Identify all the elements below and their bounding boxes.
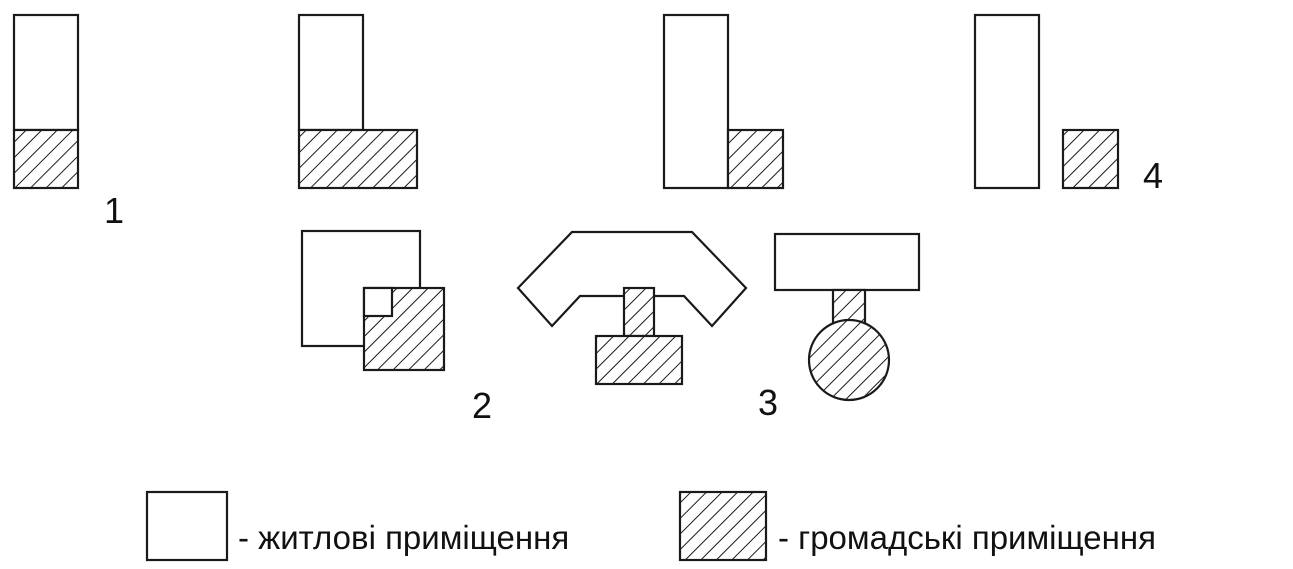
residential-block <box>297 13 365 132</box>
public-block <box>1061 128 1120 190</box>
public-block <box>297 128 419 190</box>
variant-2-overlap <box>300 229 446 372</box>
legend-residential-swatch <box>145 490 229 562</box>
residential-block <box>12 13 80 132</box>
legend: - житлові приміщення - громадські приміщ… <box>145 490 1156 562</box>
variant-3-chevron <box>516 230 748 386</box>
overlap-square <box>362 286 394 318</box>
variant-number-1: 1 <box>104 190 124 231</box>
variant-1-stacked <box>12 13 80 190</box>
variant-number-4: 4 <box>1143 155 1163 196</box>
residential-block <box>773 232 921 292</box>
public-block <box>12 128 80 190</box>
public-block <box>726 128 785 190</box>
public-round-hall <box>807 318 891 402</box>
legend-residential-label: - житлові приміщення <box>238 519 569 556</box>
public-connector <box>622 286 656 338</box>
residential-block <box>973 13 1041 190</box>
variant-1c-attached <box>662 13 785 190</box>
variant-4-detached <box>973 13 1120 190</box>
variant-number-3: 3 <box>758 382 778 423</box>
legend-public-label: - громадські приміщення <box>778 519 1156 556</box>
legend-public-swatch <box>678 490 768 562</box>
residential-block <box>662 13 730 190</box>
variant-number-2: 2 <box>472 385 492 426</box>
variant-1b-l-shape <box>297 13 419 190</box>
residential-block <box>516 230 748 328</box>
public-block <box>594 334 684 386</box>
variant-3-round-hall <box>773 232 921 402</box>
